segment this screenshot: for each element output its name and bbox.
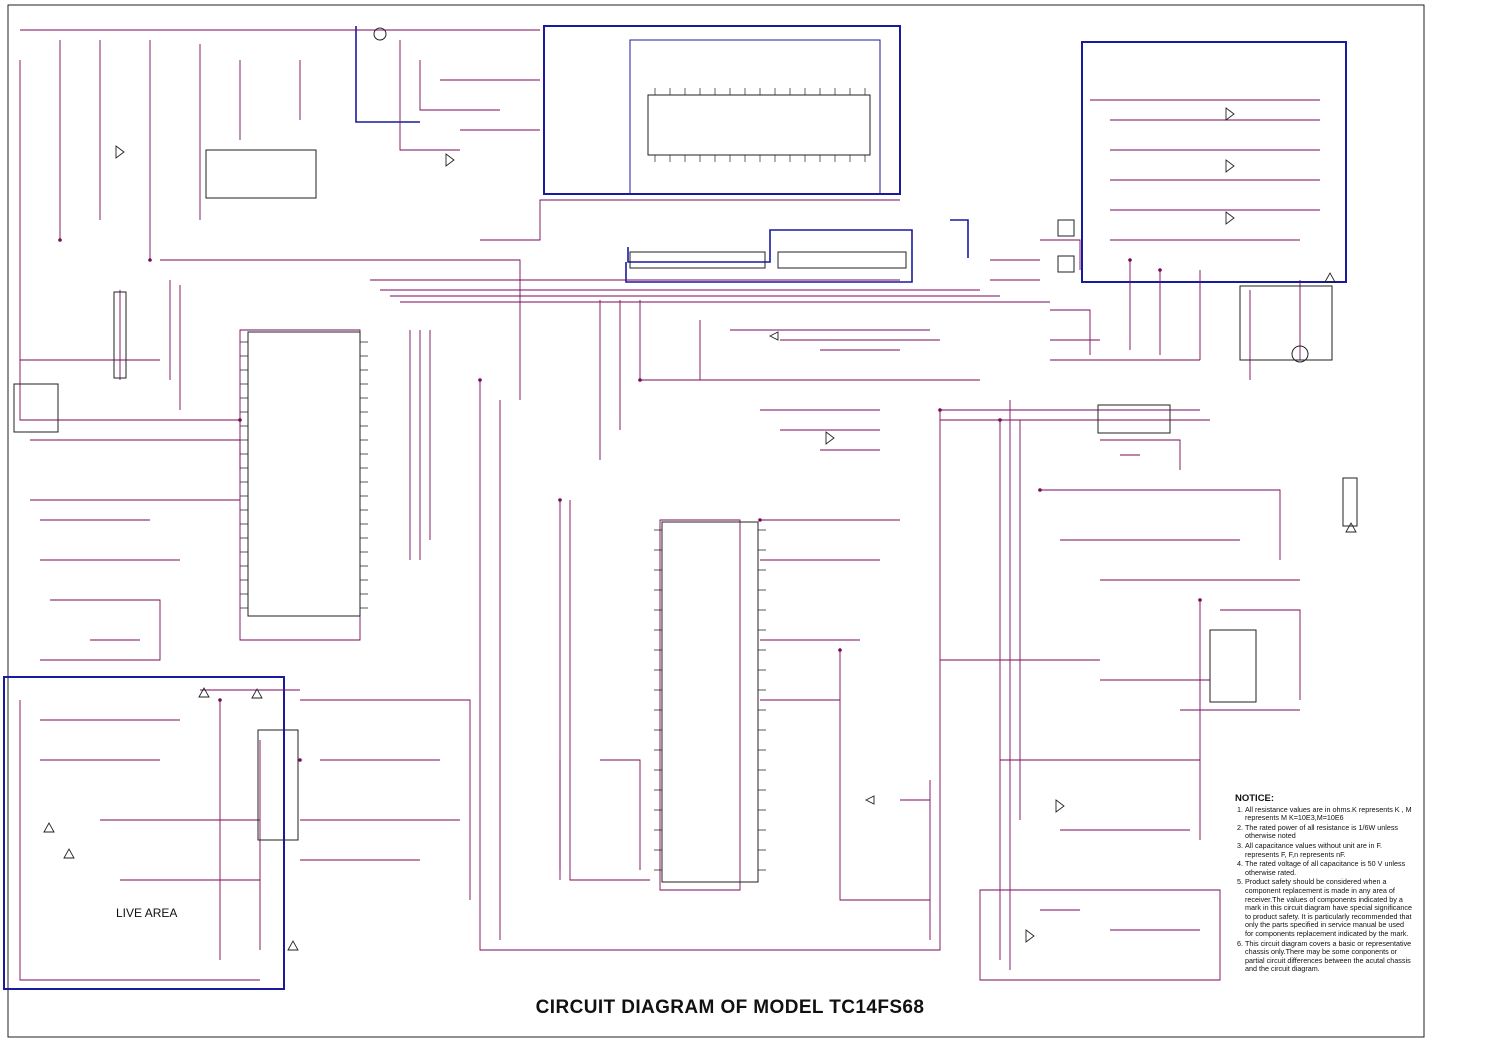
ic-n201 — [205, 149, 317, 199]
notice-item: All resistance values are in ohms.K repr… — [1245, 805, 1413, 823]
diagram-title: CIRCUIT DIAGRAM OF MODEL TC14FS68 — [535, 997, 925, 1018]
junctions — [58, 238, 1202, 762]
components — [13, 27, 1358, 883]
ic-la4268-left — [629, 251, 766, 269]
crt-tube — [1291, 345, 1309, 363]
switch-s901 — [13, 383, 59, 433]
ic-n701 — [247, 331, 361, 617]
notice-item: The rated voltage of all capacitance is … — [1245, 859, 1413, 877]
wiring — [19, 29, 1320, 981]
notice-item: The rated power of all resistance is 1/6… — [1245, 823, 1413, 841]
notice-item: All capacitance values without unit are … — [1245, 841, 1413, 859]
crt-socket — [1239, 285, 1333, 361]
live-area-label: LIVE AREA — [116, 906, 178, 920]
notice-panel: NOTICE: All resistance values are in ohm… — [1235, 793, 1413, 975]
ic-la4268-right — [777, 251, 907, 269]
ic-n401 — [1097, 404, 1171, 434]
transformer-t401 — [1209, 629, 1257, 703]
sheet-border — [7, 4, 1425, 1038]
ic-n601 — [647, 94, 871, 156]
notice-list: All resistance values are in ohms.K repr… — [1235, 805, 1413, 974]
transformer-t801 — [257, 729, 299, 841]
notice-heading: NOTICE: — [1235, 793, 1275, 804]
connector-left — [113, 291, 127, 379]
safety-triangles — [43, 272, 1357, 951]
connector-right — [1342, 477, 1358, 527]
notice-item: This circuit diagram covers a basic or r… — [1245, 939, 1413, 974]
speaker-left — [1057, 219, 1075, 237]
notice-item: Product safety should be considered when… — [1245, 878, 1413, 938]
block-outlines — [3, 25, 1347, 990]
ic-n101 — [661, 521, 759, 883]
ic-pins — [240, 88, 866, 871]
crystal-top — [373, 27, 387, 41]
semiconductor-symbols — [115, 107, 1235, 943]
speaker-right — [1057, 255, 1075, 273]
